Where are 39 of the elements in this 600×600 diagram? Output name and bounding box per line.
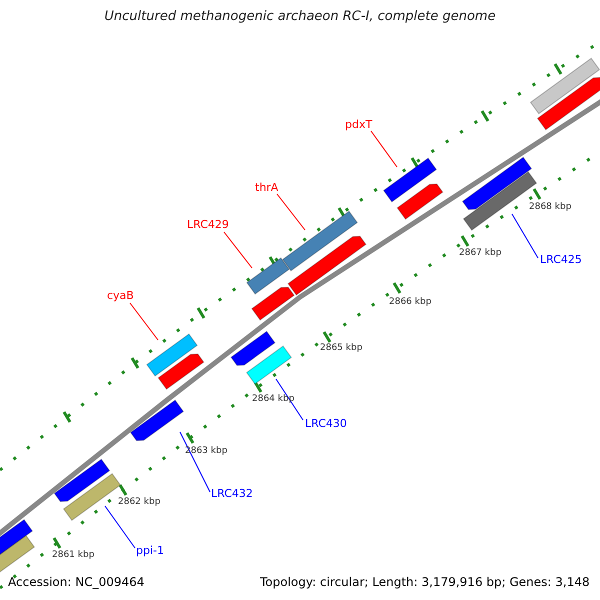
tick-label: 2868 kbp	[529, 203, 572, 212]
gene-bar	[130, 399, 184, 442]
gene-bar	[382, 157, 438, 203]
leader-line	[276, 378, 304, 420]
gene-bar	[282, 210, 358, 272]
leader-line	[370, 130, 398, 168]
leader-line	[180, 432, 210, 492]
gene-bar	[530, 58, 600, 114]
gene-bar	[158, 354, 204, 390]
gene-label: thrA	[255, 182, 278, 193]
gene-bar	[396, 184, 444, 220]
gene-label: cyaB	[107, 290, 134, 301]
gene-bar	[287, 236, 367, 296]
gene-bar	[230, 330, 276, 366]
tick-label: 2867 kbp	[459, 249, 502, 258]
leader-line	[276, 194, 306, 230]
leader-line	[512, 214, 538, 258]
gene-label: LRC429	[187, 219, 229, 230]
gene-label: LRC432	[211, 488, 253, 499]
gene-bar	[246, 257, 290, 295]
gene-bar	[246, 345, 292, 385]
leader-line	[104, 506, 136, 548]
gene-bar	[251, 286, 295, 321]
gene-label: LRC425	[540, 254, 582, 265]
tick-label: 2865 kbp	[320, 344, 362, 353]
gene-bar	[536, 77, 600, 130]
gene-label: LRC430	[305, 418, 347, 429]
footer-text: Topology: circular; Length: 3,179,916 bp; Genes: 3,148	[260, 576, 590, 588]
tick-label: 2861 kbp	[52, 551, 94, 560]
gene-bar	[146, 333, 198, 377]
title: Uncultured methanogenic archaeon RC-I, complete genome	[103, 10, 497, 23]
gene-bar	[54, 458, 110, 502]
leader-line	[130, 302, 158, 340]
tick-label: 2866 kbp	[389, 298, 432, 307]
footer-text: Accession: NC_009464	[8, 576, 144, 588]
leader-line	[224, 232, 252, 268]
tick-label: 2862 kbp	[118, 498, 160, 507]
gene-label: ppi-1	[136, 545, 164, 556]
gene-label: pdxT	[345, 119, 372, 130]
